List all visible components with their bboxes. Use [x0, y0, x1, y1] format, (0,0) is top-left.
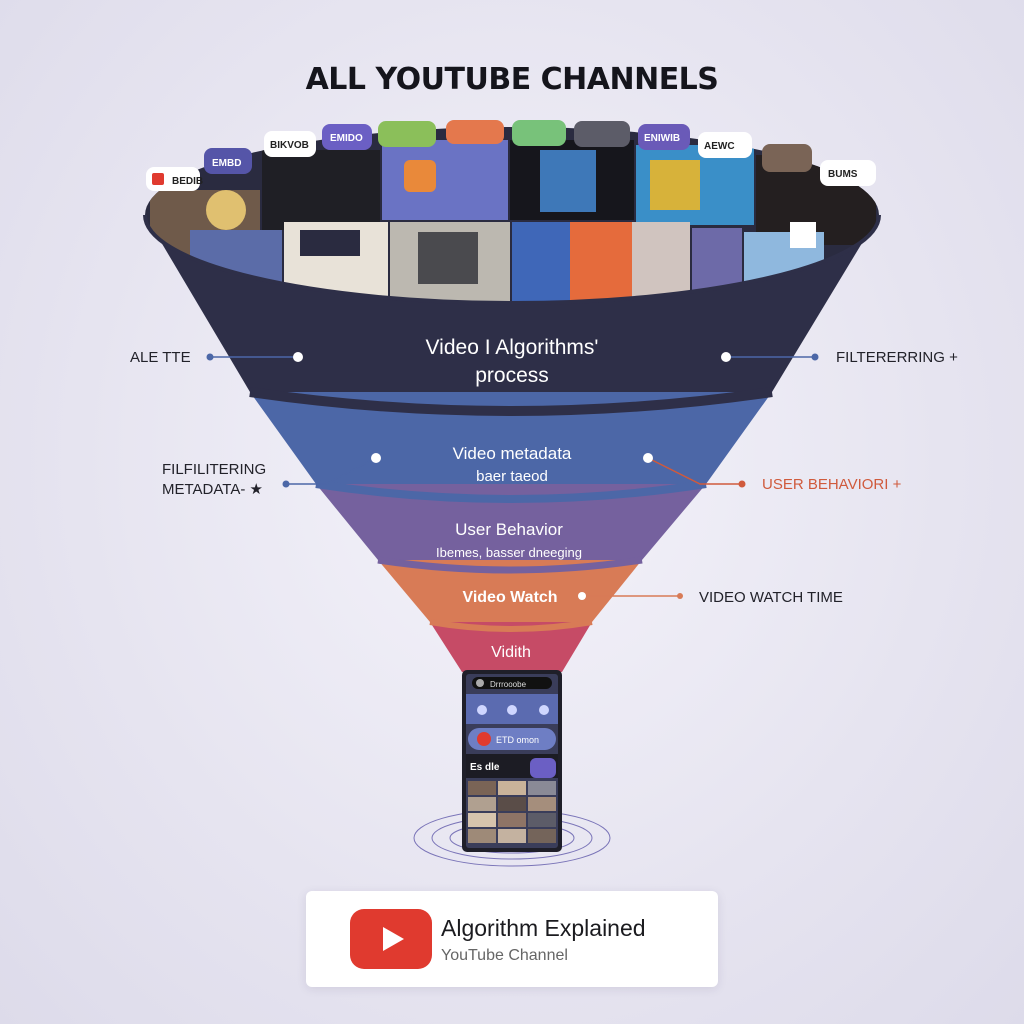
channel-tag-label: BIKVOB [270, 140, 309, 151]
left-label-1: ALE TTE [130, 349, 191, 366]
funnel-stage-4 [378, 560, 642, 622]
stage-4-label: Video Watch [462, 589, 557, 606]
right-label-3: VIDEO WATCH TIME [699, 589, 843, 606]
channel-card[interactable]: Algorithm Explained YouTube Channel [306, 891, 718, 987]
connectors [206, 352, 819, 600]
card-title: Algorithm Explained [441, 915, 646, 941]
channel-tag [204, 148, 252, 174]
funnel-stage-5 [430, 622, 592, 672]
funnel-stage-2 [250, 392, 772, 484]
card-subtitle: YouTube Channel [441, 947, 568, 964]
channel-tag-label: EMIDO [330, 133, 363, 144]
funnel-stage-3 [316, 484, 706, 560]
phone-search-text: Drrrooobe [490, 680, 527, 689]
phone-video-grid [468, 781, 556, 843]
phone-device [413, 670, 611, 867]
channel-tag [378, 121, 436, 147]
channel-tag [638, 124, 690, 150]
channel-tag [512, 120, 566, 146]
right-label-1: FILTERERRING + [836, 349, 958, 366]
page-title: ALL YOUTUBE CHANNELS [305, 62, 719, 97]
channel-tag-label: BUMS [828, 169, 858, 180]
youtube-logo-icon [350, 909, 432, 969]
channel-tag-label: BEDIB [172, 176, 203, 187]
channel-tag-label: ENIWIB [644, 133, 680, 144]
right-label-2: USER BEHAVIORI + [762, 476, 902, 493]
left-label-2: FILFILITERING METADATA- ★ [162, 461, 267, 498]
channel-tag-label: EMBD [212, 158, 241, 169]
channel-tag [322, 124, 372, 150]
channel-tag [820, 160, 876, 186]
channel-tag [264, 131, 316, 157]
channel-tag-label: AEWC [704, 141, 735, 152]
phone-banner-text: Es dle [470, 762, 500, 773]
stage-1-label: Video I Algorithms'process [426, 336, 599, 387]
channel-tag [574, 121, 630, 147]
phone-chip-text: ETD omon [496, 735, 539, 745]
stage-5-label: Vidith [491, 644, 531, 661]
channel-tag [698, 132, 752, 158]
channel-tag [762, 144, 812, 172]
channel-tag [446, 120, 504, 144]
channel-tags [146, 120, 876, 191]
